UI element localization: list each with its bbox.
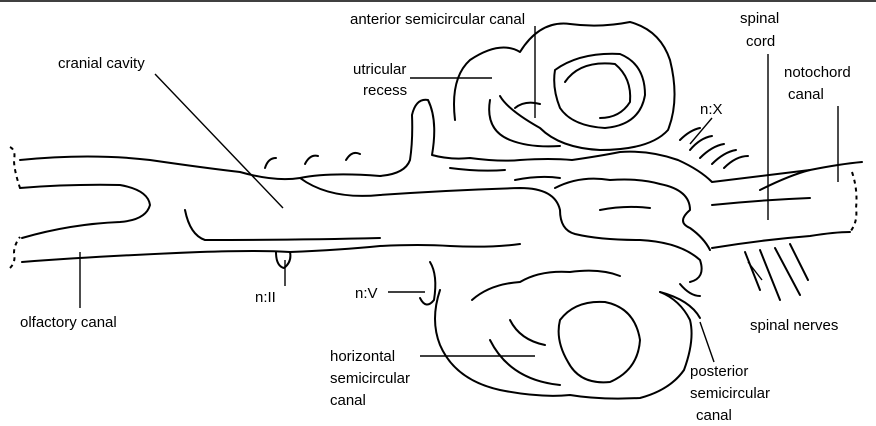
label-horizontal-semicircular-canal-line3: canal: [330, 392, 366, 409]
label-notochord-canal-line2: canal: [788, 86, 824, 103]
label-anterior-semicircular-canal: anterior semicircular canal: [350, 11, 525, 28]
label-olfactory-canal: olfactory canal: [20, 314, 117, 331]
label-nerve-x: n:X: [700, 101, 723, 118]
label-posterior-semicircular-canal-line2: semicircular: [690, 385, 770, 402]
labels: anterior semicircular canal cranial cavi…: [20, 10, 851, 424]
label-nerve-ii: n:II: [255, 289, 276, 306]
label-spinal-cord-line2: cord: [746, 33, 775, 50]
label-notochord-canal-line1: notochord: [784, 64, 851, 81]
label-posterior-semicircular-canal-line3: canal: [696, 407, 732, 424]
label-spinal-nerves: spinal nerves: [750, 317, 838, 334]
label-nerve-v: n:V: [355, 285, 378, 302]
label-cranial-cavity: cranial cavity: [58, 55, 145, 72]
label-utricular-recess-line1: utricular: [353, 61, 406, 78]
label-utricular-recess-line2: recess: [363, 82, 407, 99]
label-horizontal-semicircular-canal-line2: semicircular: [330, 370, 410, 387]
label-posterior-semicircular-canal-line1: posterior: [690, 363, 748, 380]
label-horizontal-semicircular-canal-line1: horizontal: [330, 348, 395, 365]
label-spinal-cord-line1: spinal: [740, 10, 779, 27]
